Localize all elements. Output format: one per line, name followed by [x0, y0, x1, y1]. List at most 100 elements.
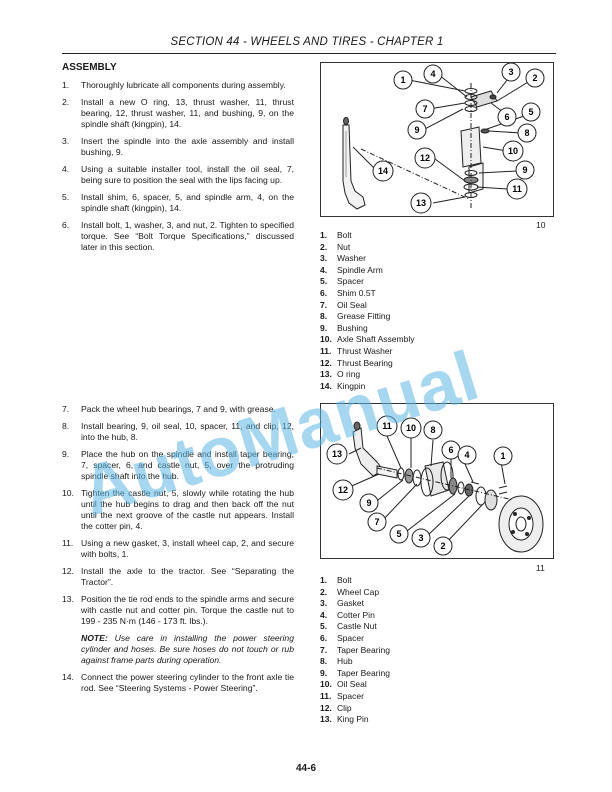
step-number: 8.	[62, 421, 70, 431]
step-item: 8. Install bearing, 9, oil seal, 10, spac…	[62, 421, 294, 443]
callout-12: 12	[332, 479, 354, 501]
svg-text:11: 11	[382, 421, 392, 431]
page-number: 44-6	[295, 763, 316, 774]
legend-item: 7.Oil Seal	[320, 299, 367, 310]
step-text: Using a suitable installer tool, install…	[81, 164, 294, 185]
steps-bottom: 7. Pack the wheel hub bearings, 7 and 9, …	[62, 404, 294, 700]
callout-12: 12	[414, 147, 436, 169]
svg-text:5: 5	[396, 529, 401, 539]
section-title: ASSEMBLY	[62, 62, 117, 73]
step-number: 5.	[62, 192, 70, 202]
step-text: Install bearing, 9, oil seal, 10, spacer…	[81, 421, 294, 442]
callout-1: 1	[393, 70, 413, 90]
legend-item: 13.King Pin	[320, 714, 369, 725]
svg-text:9: 9	[414, 125, 419, 135]
step-number: 3.	[62, 136, 70, 146]
svg-text:2: 2	[532, 73, 537, 83]
note-label: NOTE:	[81, 633, 108, 643]
step-text: Install a new O ring, 13, thrust washer,…	[81, 97, 294, 129]
callout-14: 14	[372, 160, 394, 182]
legend-item: 12.Clip	[320, 702, 352, 713]
legend-item: 1.Bolt	[320, 230, 352, 240]
step-text: Connect the power steering cylinder to t…	[81, 672, 294, 693]
svg-text:3: 3	[508, 67, 513, 77]
step-item: 14. Connect the power steering cylinder t…	[62, 672, 294, 694]
legend-item: 4.Spindle Arm	[320, 264, 383, 275]
figure-10-legend: 1.Bolt 2.Nut 3.Washer 4.Spindle Arm 5.Sp…	[320, 230, 414, 392]
callout-13: 13	[410, 192, 432, 214]
callout-9b: 9	[515, 160, 535, 180]
step-number: 11.	[62, 538, 74, 548]
callout-10: 10	[400, 417, 422, 439]
step-text: Install shim, 6, spacer, 5, and spindle …	[81, 192, 294, 213]
svg-text:8: 8	[430, 425, 435, 435]
legend-item: 5.Castle Nut	[320, 621, 377, 632]
figure-11-number: 11	[536, 563, 545, 573]
note-text: Use care in installing the power steerin…	[81, 633, 294, 665]
legend-item: 5.Spacer	[320, 276, 364, 287]
step-text: Using a new gasket, 3, install wheel cap…	[81, 538, 294, 559]
figure-11-drawing: 13 11 10 8 6 4 1 12 9 7 5 3 2	[326, 415, 544, 556]
callout-7: 7	[415, 99, 435, 119]
legend-item: 14.Kingpin	[320, 380, 366, 391]
callout-5: 5	[389, 524, 409, 544]
svg-text:12: 12	[420, 153, 430, 163]
callout-8: 8	[517, 123, 537, 143]
step-item: 12. Install the axle to the tractor. See …	[62, 566, 294, 588]
callout-4: 4	[423, 64, 443, 84]
figure-10-drawing: 1 4 3 2 7 6 5 9 8 10 12 9 14 11 13	[342, 63, 545, 214]
step-number: 7.	[62, 404, 70, 414]
figure-11-legend: 1.Bolt 2.Wheel Cap 3.Gasket 4.Cotter Pin…	[320, 575, 390, 726]
svg-text:4: 4	[430, 69, 435, 79]
note: NOTE: Use care in installing the power s…	[62, 633, 294, 666]
figure-10-number: 10	[536, 220, 546, 230]
header-rule	[62, 53, 556, 54]
svg-text:7: 7	[422, 104, 427, 114]
svg-text:11: 11	[512, 184, 522, 194]
legend-item: 3.Gasket	[320, 598, 364, 609]
legend-item: 1.Bolt	[320, 575, 352, 585]
callout-3: 3	[501, 63, 521, 82]
svg-text:6: 6	[504, 112, 509, 122]
callout-2: 2	[433, 536, 453, 556]
callout-9: 9	[407, 120, 427, 140]
callout-6: 6	[441, 440, 461, 460]
callout-11: 11	[506, 178, 528, 200]
figure-11-hub-exploded: 13 11 10 8 6 4 1 12 9 7 5 3 2	[320, 403, 554, 559]
step-number: 4.	[62, 164, 70, 174]
step-number: 12.	[62, 566, 74, 576]
figure-10-spindle-exploded: 1 4 3 2 7 6 5 9 8 10 12 9 14 11 13	[320, 62, 554, 217]
legend-item: 6.Shim 0.5T	[320, 287, 376, 298]
step-item: 1. Thoroughly lubricate all components du…	[62, 80, 294, 91]
callout-13: 13	[326, 443, 348, 465]
step-text: Thoroughly lubricate all components duri…	[81, 80, 286, 90]
legend-item: 11.Thrust Washer	[320, 345, 393, 356]
step-number: 1.	[62, 80, 70, 90]
callout-9: 9	[359, 493, 379, 513]
legend-item: 9.Taper Bearing	[320, 667, 390, 678]
svg-text:1: 1	[400, 75, 405, 85]
svg-text:3: 3	[418, 533, 423, 543]
svg-text:13: 13	[416, 198, 426, 208]
svg-text:10: 10	[406, 423, 416, 433]
svg-text:13: 13	[332, 449, 342, 459]
step-number: 6.	[62, 220, 70, 230]
step-text: Pack the wheel hub bearings, 7 and 9, wi…	[81, 404, 276, 414]
step-number: 9.	[62, 449, 70, 459]
legend-item: 10.Oil Seal	[320, 679, 367, 690]
svg-text:7: 7	[374, 517, 379, 527]
step-number: 10.	[62, 488, 74, 498]
step-number: 14.	[62, 672, 74, 682]
legend-item: 8.Hub	[320, 656, 353, 667]
callout-11: 11	[376, 415, 398, 437]
svg-text:1: 1	[500, 451, 505, 461]
step-item: 9.Place the hub on the spindle and insta…	[62, 449, 294, 482]
step-text: Install the axle to the tractor. See “Se…	[81, 566, 294, 587]
legend-item: 12.Thrust Bearing	[320, 357, 393, 368]
legend-item: 11.Spacer	[320, 690, 364, 701]
step-item: 5. Install shim, 6, spacer, 5, and spindl…	[62, 192, 294, 214]
step-item: 10.Tighten the castle nut, 5, slowly whi…	[62, 488, 294, 532]
step-item: 11. Using a new gasket, 3, install wheel …	[62, 538, 294, 560]
legend-item: 8.Grease Fitting	[320, 311, 391, 322]
legend-item: 2.Nut	[320, 241, 351, 252]
